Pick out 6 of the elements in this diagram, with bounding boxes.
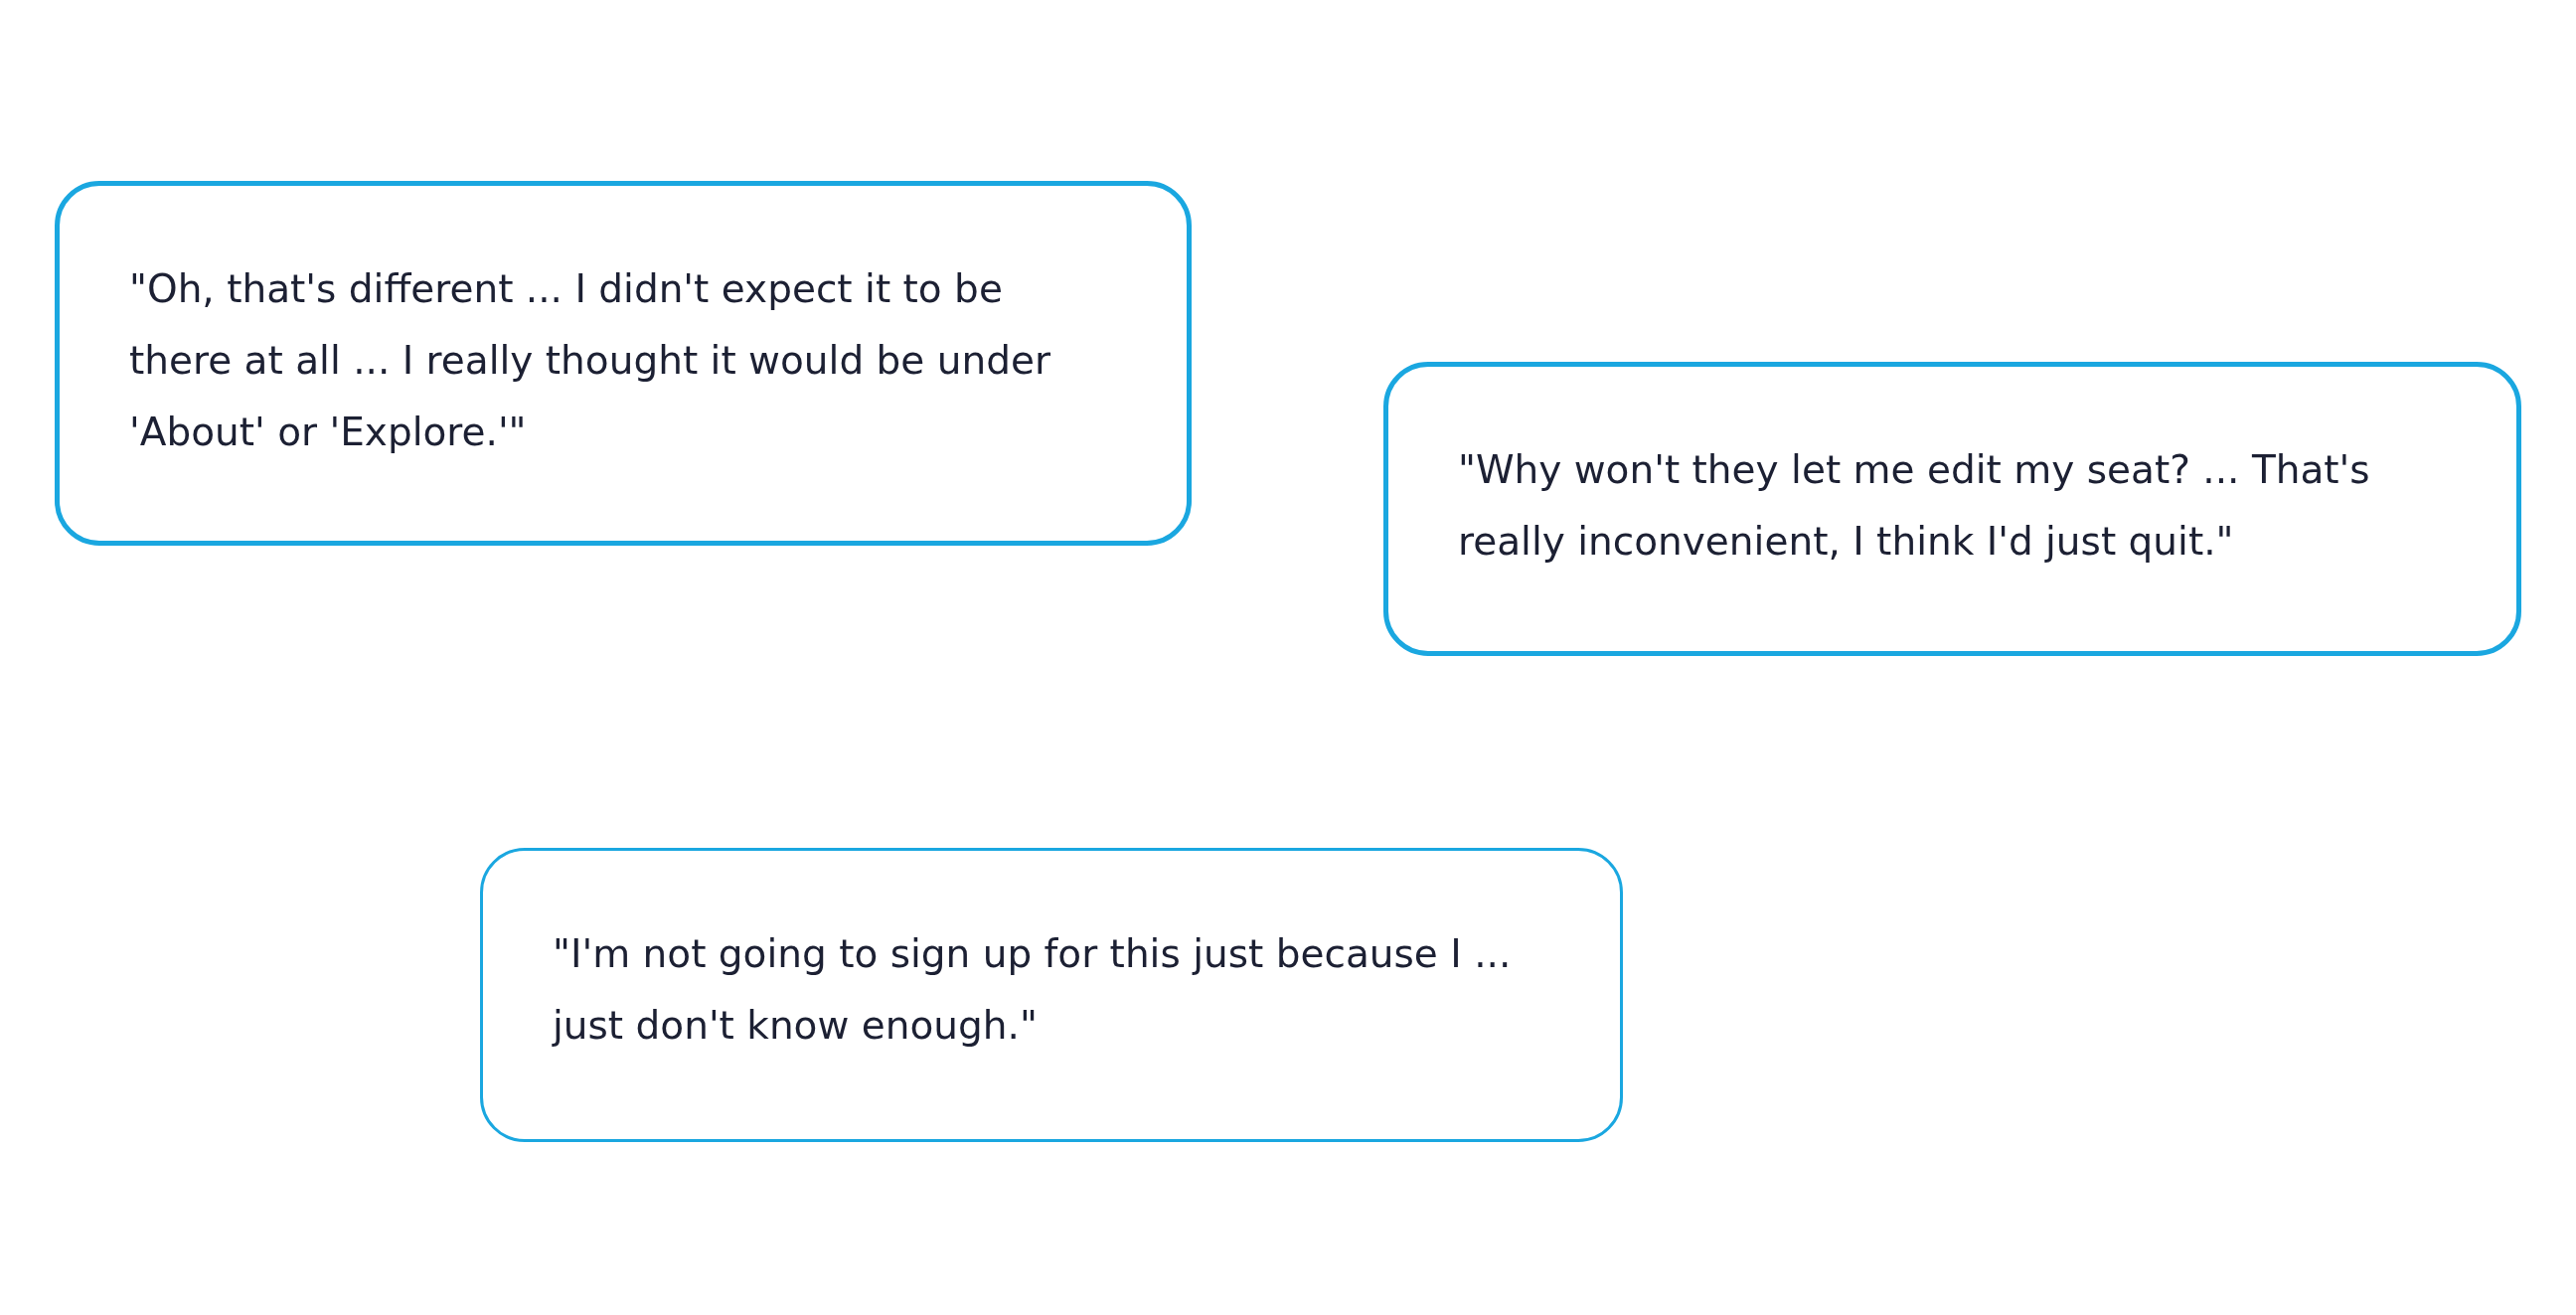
- quote-text: "Oh, that's different ... I didn't expect it to be there at all ... I really thought it would be under 'About' or 'Explore.'": [129, 265, 1051, 456]
- quote-text: "Why won't they let me edit my seat? ... That's really inconvenient, I think I'd just quit.": [1458, 446, 2371, 566]
- quote-text: "I'm not going to sign up for this just because I ... just don't know enough.": [553, 930, 1513, 1050]
- quote-card: [480, 848, 1623, 1142]
- quote-card: [1383, 362, 2521, 656]
- quote-card: [55, 181, 1192, 546]
